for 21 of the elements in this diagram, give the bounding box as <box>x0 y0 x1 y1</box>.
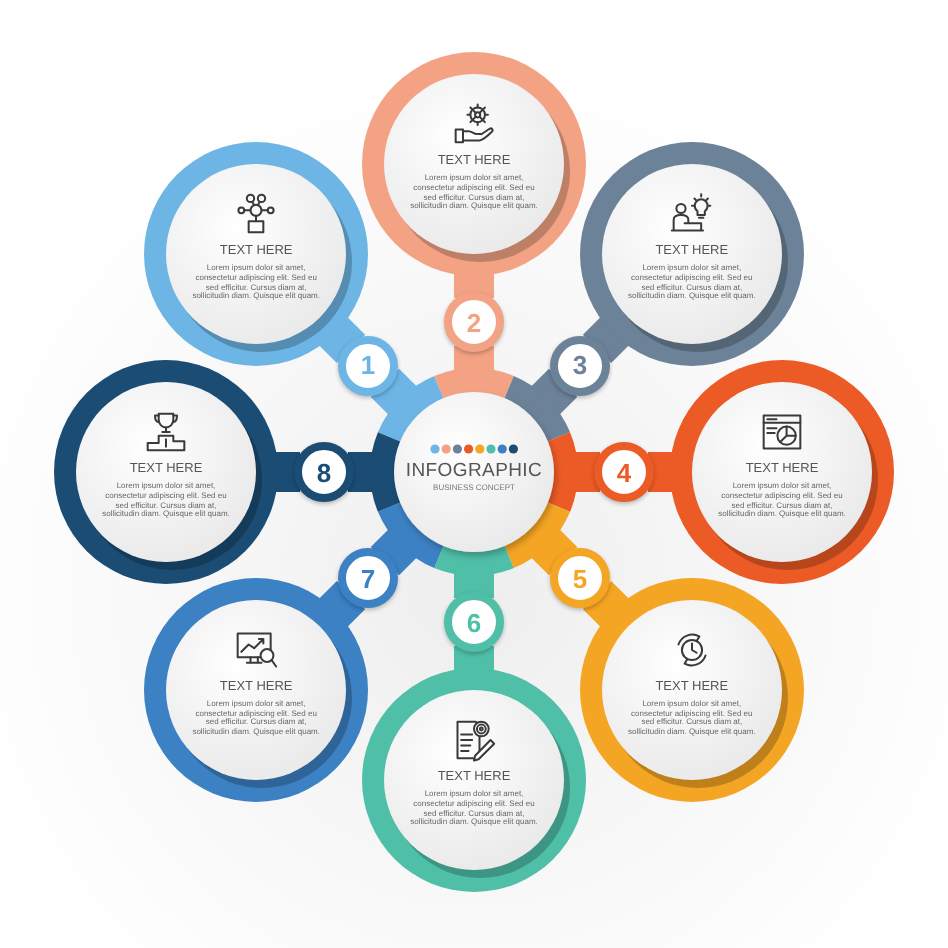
hub-title: INFOGRAPHIC <box>405 460 543 482</box>
connector-band <box>529 527 578 576</box>
connector-band <box>272 452 300 492</box>
connector-band <box>454 570 494 598</box>
connector-band <box>370 368 419 417</box>
connector-band <box>529 368 578 417</box>
connector-band <box>370 527 419 576</box>
connector-band <box>648 452 676 492</box>
connector-band <box>317 315 366 364</box>
connector-band <box>348 452 376 492</box>
step-circle <box>362 668 586 892</box>
connector-band <box>582 315 631 364</box>
connector-band <box>317 580 366 629</box>
connector-band <box>454 270 494 298</box>
connector-band <box>572 452 600 492</box>
connector-band <box>454 346 494 374</box>
step-circle <box>362 52 586 276</box>
connector-band <box>582 580 631 629</box>
connector-band <box>454 646 494 674</box>
step-circle <box>670 360 894 584</box>
step-circle <box>54 360 278 584</box>
